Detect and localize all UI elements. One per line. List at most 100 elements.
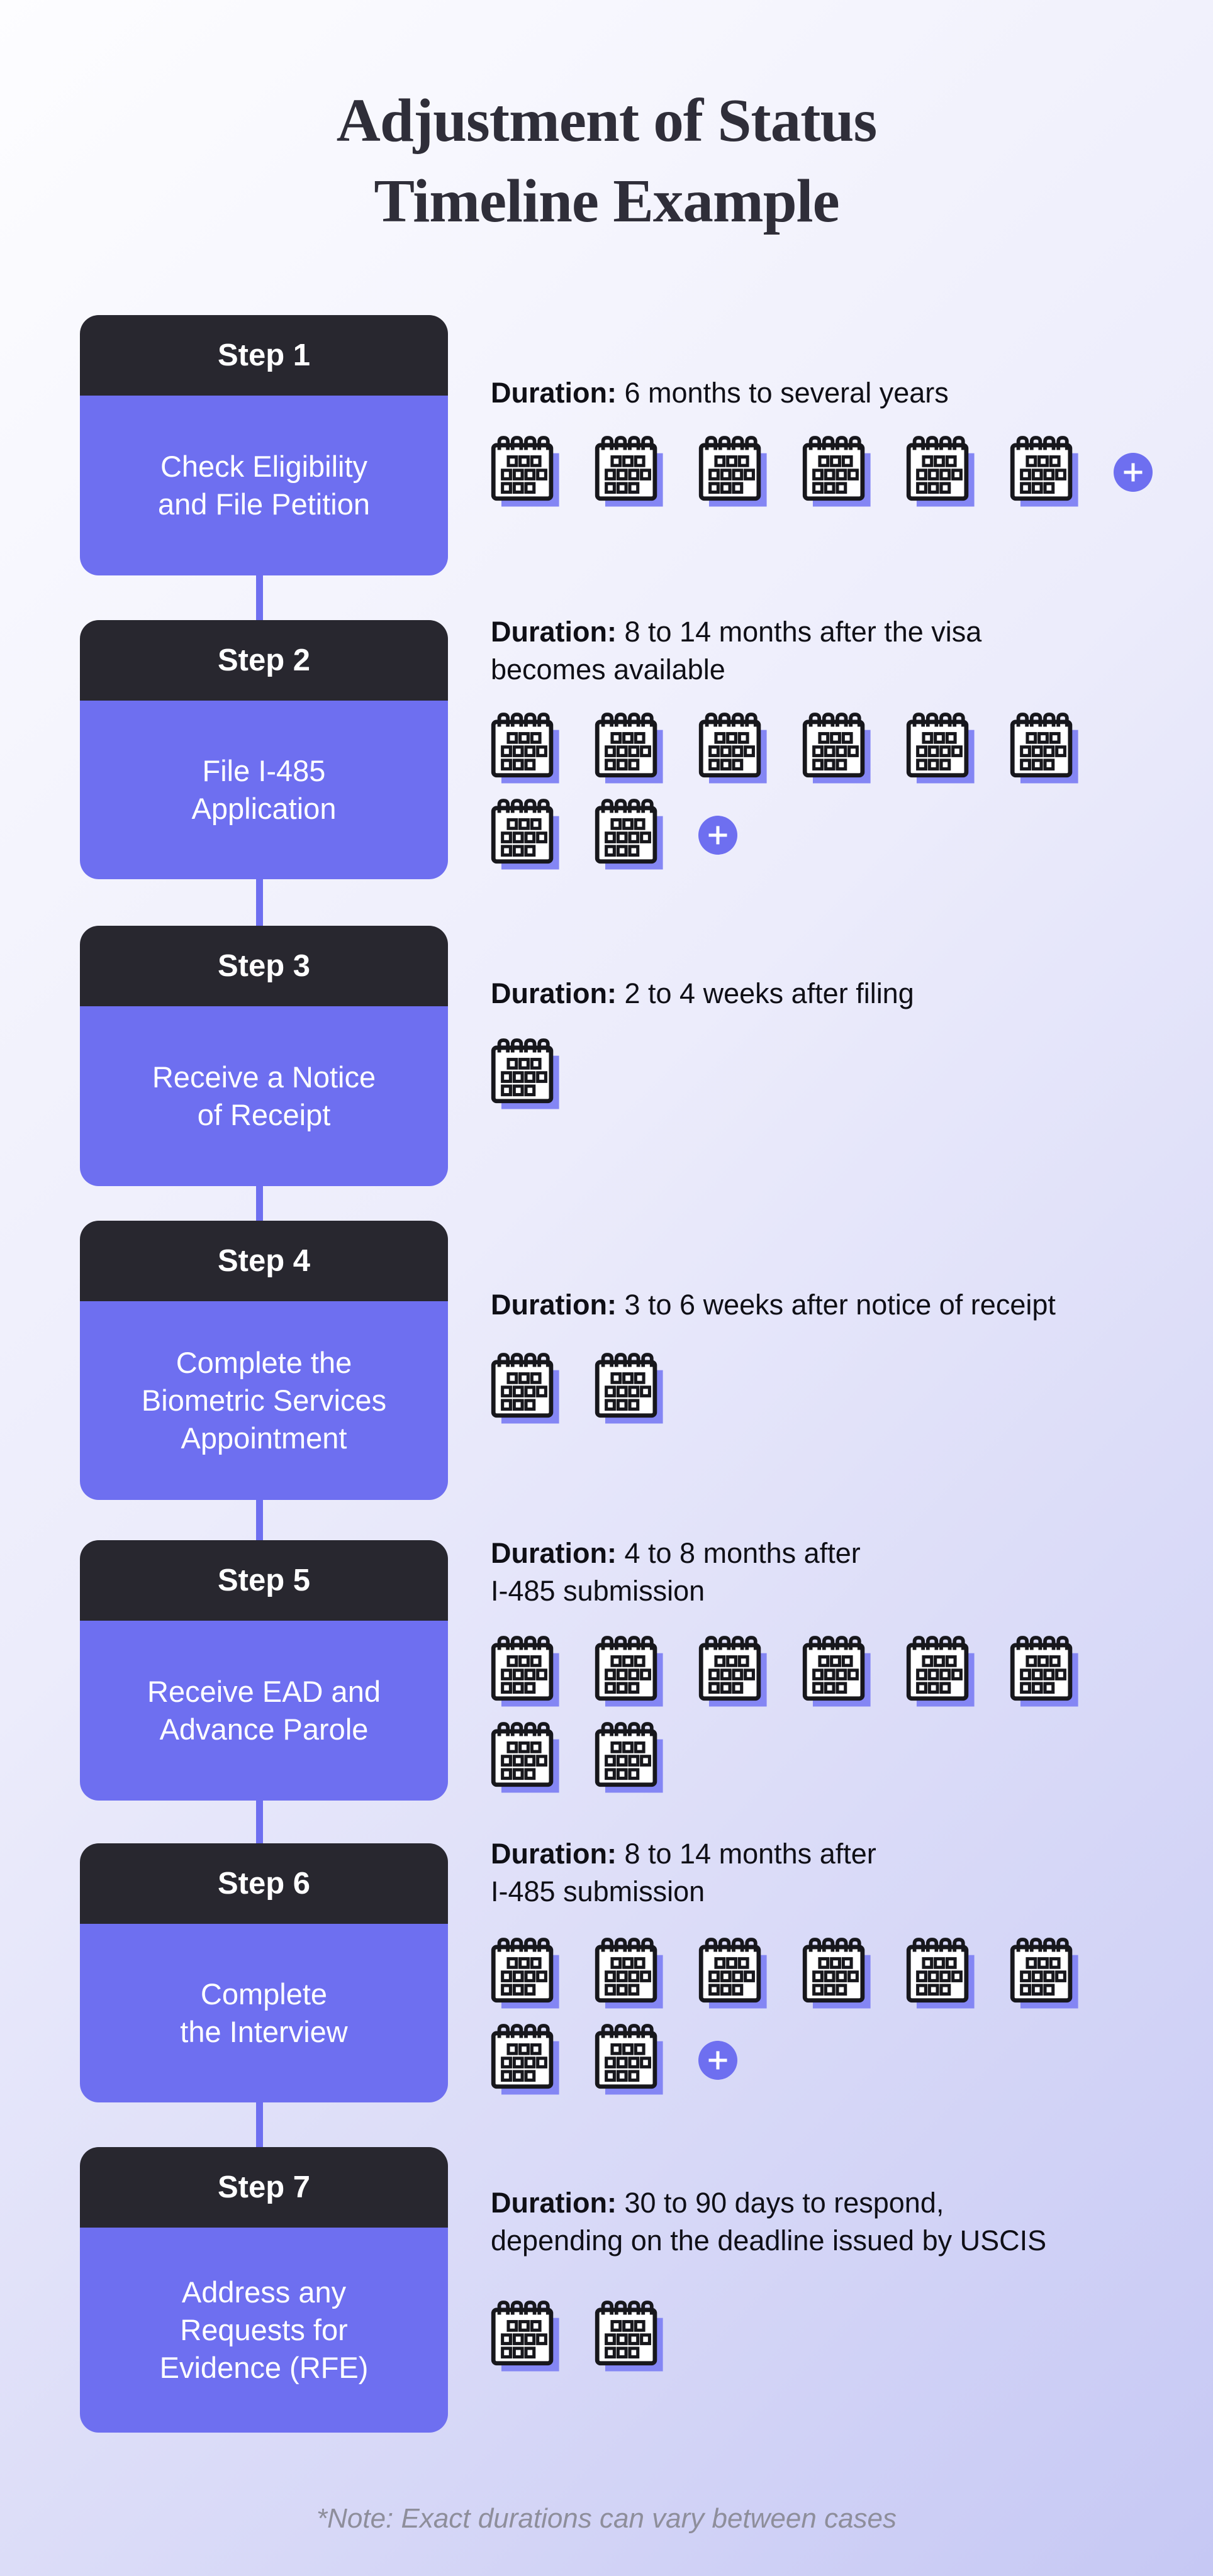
duration-line: I-485 submission xyxy=(491,1873,1202,1911)
calendar-group-3 xyxy=(491,1036,561,1111)
step-title-line: Appointment xyxy=(181,1421,347,1455)
plus-icon xyxy=(698,816,737,858)
calendar-icon xyxy=(491,1938,559,2009)
plus-icon xyxy=(1114,453,1153,495)
step-title-line: Receive a Notice xyxy=(152,1060,376,1094)
duration-label: Duration: xyxy=(491,377,617,409)
step-card-3: Step 3 Receive a Notice of Receipt xyxy=(80,926,448,1186)
duration-line: Duration: 8 to 14 months after the visa xyxy=(491,613,1202,651)
duration-line: Duration: 8 to 14 months after xyxy=(491,1835,1202,1873)
duration-line: I-485 submission xyxy=(491,1572,1202,1610)
step-body: Address any Requests for Evidence (RFE) xyxy=(80,2228,448,2433)
duration-label: Duration: xyxy=(491,1537,617,1569)
calendar-row xyxy=(491,797,1080,872)
calendar-icon xyxy=(906,1636,975,1707)
step-header: Step 5 xyxy=(80,1540,448,1621)
step-title-line: Check Eligibility xyxy=(160,450,368,483)
step-label: Step 6 xyxy=(217,1867,311,1901)
calendar-icon xyxy=(595,2024,663,2095)
step-card-4: Step 4 Complete the Biometric Services A… xyxy=(80,1221,448,1500)
duration-line: Duration: 6 months to several years xyxy=(491,374,1202,412)
duration-value: I-485 submission xyxy=(491,1575,705,1607)
step-label: Step 3 xyxy=(217,949,311,983)
calendar-icon xyxy=(491,1038,559,1109)
calendar-icon xyxy=(802,1938,871,2009)
calendar-row xyxy=(491,711,1080,786)
duration-text-2: Duration: 8 to 14 months after the visa … xyxy=(491,613,1202,689)
calendar-icon xyxy=(698,1636,767,1707)
step-title-line: of Receipt xyxy=(197,1098,331,1131)
duration-text-4: Duration: 3 to 6 weeks after notice of r… xyxy=(491,1286,1202,1324)
duration-text-5: Duration: 4 to 8 months after I-485 subm… xyxy=(491,1535,1202,1610)
duration-line: Duration: 4 to 8 months after xyxy=(491,1535,1202,1572)
step-body: Check Eligibility and File Petition xyxy=(80,396,448,575)
calendar-icon xyxy=(595,1636,663,1707)
duration-value: 8 to 14 months after xyxy=(624,1838,876,1870)
duration-line: Duration: 30 to 90 days to respond, xyxy=(491,2184,1202,2222)
calendar-icon xyxy=(595,1722,663,1793)
calendar-icon xyxy=(491,436,559,507)
calendar-icon xyxy=(491,713,559,784)
duration-value: depending on the deadline issued by USCI… xyxy=(491,2224,1047,2257)
calendar-icon xyxy=(595,2301,663,2372)
calendar-icon xyxy=(802,1636,871,1707)
calendar-icon xyxy=(698,713,767,784)
duration-value: 3 to 6 weeks after notice of receipt xyxy=(624,1289,1056,1321)
step-title-line: Complete the xyxy=(176,1346,352,1379)
duration-line: depending on the deadline issued by USCI… xyxy=(491,2222,1202,2260)
step-title-line: Biometric Services xyxy=(141,1384,387,1417)
calendar-icon xyxy=(802,713,871,784)
calendar-icon xyxy=(491,1636,559,1707)
calendar-icon xyxy=(906,1938,975,2009)
step-body: File I-485 Application xyxy=(80,701,448,879)
calendar-row xyxy=(491,434,1153,509)
calendar-icon xyxy=(595,1938,663,2009)
calendar-group-5 xyxy=(491,1634,1080,1795)
step-label: Step 1 xyxy=(217,338,311,372)
duration-label: Duration: xyxy=(491,1838,617,1870)
step-title-line: the Interview xyxy=(180,2015,348,2048)
calendar-row xyxy=(491,1351,665,1426)
step-header: Step 7 xyxy=(80,2147,448,2228)
step-card-1: Step 1 Check Eligibility and File Petiti… xyxy=(80,315,448,575)
page-title-line1: Adjustment of Status xyxy=(336,87,877,154)
step-title-line: and File Petition xyxy=(157,487,371,521)
step-title-line: Application xyxy=(191,792,337,825)
duration-label: Duration: xyxy=(491,2187,617,2219)
page-title: Adjustment of Status Timeline Example xyxy=(0,80,1213,242)
step-header: Step 1 xyxy=(80,315,448,396)
calendar-icon xyxy=(491,1353,559,1424)
calendar-icon xyxy=(698,1938,767,2009)
step-title-line: File I-485 xyxy=(202,754,326,787)
duration-text-6: Duration: 8 to 14 months after I-485 sub… xyxy=(491,1835,1202,1911)
step-header: Step 3 xyxy=(80,926,448,1006)
calendar-group-4 xyxy=(491,1351,665,1426)
duration-label: Duration: xyxy=(491,1289,617,1321)
step-body: Receive a Notice of Receipt xyxy=(80,1006,448,1186)
page-title-line2: Timeline Example xyxy=(374,167,839,235)
duration-label: Duration: xyxy=(491,616,617,648)
calendar-icon xyxy=(906,713,975,784)
step-body: Complete the Biometric Services Appointm… xyxy=(80,1301,448,1500)
calendar-row xyxy=(491,1720,1080,1795)
calendar-row xyxy=(491,1036,561,1111)
step-label: Step 2 xyxy=(217,643,311,677)
duration-value: 30 to 90 days to respond, xyxy=(624,2187,944,2219)
step-header: Step 6 xyxy=(80,1843,448,1924)
calendar-icon xyxy=(1010,436,1078,507)
duration-text-1: Duration: 6 months to several years xyxy=(491,374,1202,412)
step-title-line: Complete xyxy=(200,1977,328,2011)
step-label: Step 5 xyxy=(217,1563,311,1597)
calendar-group-7 xyxy=(491,2299,665,2373)
step-label: Step 7 xyxy=(217,2170,311,2204)
calendar-row xyxy=(491,1634,1080,1709)
calendar-icon xyxy=(1010,1938,1078,2009)
calendar-icon xyxy=(491,1722,559,1793)
step-header: Step 2 xyxy=(80,620,448,701)
calendar-row xyxy=(491,2299,665,2373)
calendar-icon xyxy=(491,2024,559,2095)
step-card-6: Step 6 Complete the Interview xyxy=(80,1843,448,2102)
step-body: Receive EAD and Advance Parole xyxy=(80,1621,448,1801)
step-card-2: Step 2 File I-485 Application xyxy=(80,620,448,879)
